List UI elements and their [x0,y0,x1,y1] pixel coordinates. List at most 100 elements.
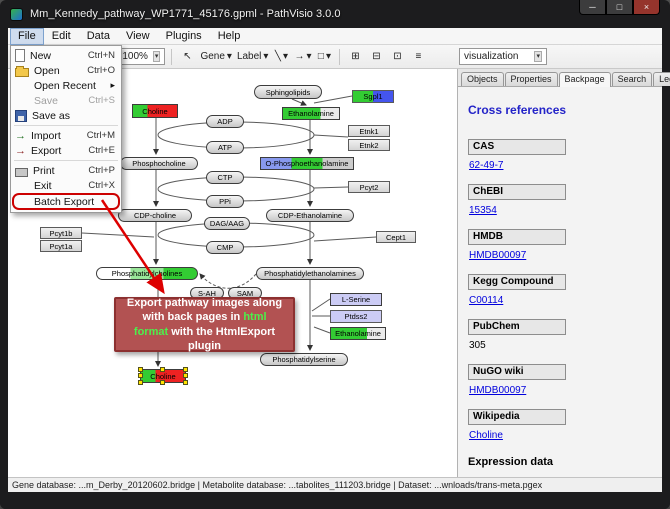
menu-data[interactable]: Data [86,29,110,42]
selection-handle[interactable] [183,367,188,372]
tab-search[interactable]: Search [611,72,653,86]
selection-handle[interactable] [138,367,143,372]
menu-item-open-recent[interactable]: Open Recent▸ [12,78,120,93]
selection-handle[interactable] [183,373,188,378]
section-header: ChEBI [468,184,566,200]
pathway-node-atp[interactable]: ATP [206,141,244,154]
minimize-button[interactable]: ─ [579,0,606,15]
close-button[interactable]: × [633,0,660,15]
backpage-section-chebi: ChEBI 15354 [468,184,652,229]
cross-reference-link[interactable]: C00114 [469,295,504,306]
cross-reference-link[interactable]: HMDB00097 [469,250,527,261]
arrow-tool-button[interactable]: → ▾ [293,48,312,66]
menu-item-save-as[interactable]: Save as [12,108,120,123]
pathway-node-adp[interactable]: ADP [206,115,244,128]
section-header: NuGO wiki [468,364,566,380]
chevron-down-icon[interactable]: ▾ [152,51,161,62]
menu-item-shortcut: Ctrl+N [87,50,115,61]
annotation-text-after: with the HtmlExport plugin [168,325,276,352]
label-tool-button[interactable]: Label ▾ [236,48,270,66]
align-horizontal-button[interactable]: ⊞ [346,48,364,66]
menu-help[interactable]: Help [217,29,241,42]
visualization-combobox[interactable]: visualization ▾ [459,48,547,65]
line-tool-button[interactable]: ╲ ▾ [272,48,290,66]
pathway-node-cept1[interactable]: Cept1 [376,231,416,243]
tab-properties[interactable]: Properties [504,72,558,86]
stack-icon: ⊡ [393,51,402,62]
stack-button[interactable]: ⊡ [388,48,406,66]
pathway-node-ethanolamine[interactable]: Ethanolamine [330,327,386,340]
pathway-node-o-phosphoethanolamine[interactable]: O-Phosphoethanolamine [260,157,354,170]
menu-view[interactable]: View [125,29,150,42]
gene-tool-button[interactable]: Gene ▾ [199,48,233,66]
align-vertical-button[interactable]: ⊟ [367,48,385,66]
chevron-down-icon[interactable]: ▾ [534,51,542,62]
section-header: Wikipedia [468,409,566,425]
pathway-node-choline[interactable]: Choline [138,367,188,385]
pathway-node-cmp[interactable]: CMP [206,241,244,254]
menu-plugins[interactable]: Plugins [165,29,202,42]
selection-handle[interactable] [138,373,143,378]
pathway-node-sphingolipids[interactable]: Sphingolipids [254,85,322,99]
tab-legend[interactable]: Legend [653,72,670,86]
pathway-node-ppi[interactable]: PPi [206,195,244,208]
pathway-node-cdp-choline[interactable]: CDP-choline [118,209,192,222]
pathway-node-phosphatidylserine[interactable]: Phosphatidylserine [260,353,348,366]
pathway-node-ctp[interactable]: CTP [206,171,244,184]
pathway-node-l-serine[interactable]: L-Serine [330,293,382,306]
selection-handle[interactable] [138,380,143,385]
pathway-node-pcyt1b[interactable]: Pcyt1b [40,227,82,239]
selection-handle[interactable] [183,380,188,385]
maximize-button[interactable]: □ [606,0,633,15]
pathway-node-label: Choline [142,106,168,116]
pathway-node-label: Phosphatidylethanolamines [264,269,356,278]
cross-reference-link[interactable]: 62-49-7 [469,160,504,171]
toolbar-separator [171,48,173,65]
tab-objects[interactable]: Objects [461,72,504,86]
pathway-node-etnk1[interactable]: Etnk1 [348,125,390,137]
selection-handle[interactable] [160,367,165,372]
menu-item-batch-export[interactable]: Batch Export [12,193,120,210]
pointer-tool-button[interactable]: ↖ [178,48,196,66]
pathway-node-ptdss2[interactable]: Ptdss2 [330,310,382,323]
pathway-node-choline[interactable]: Choline [132,104,178,118]
menu-separator [14,125,118,126]
pathway-node-pcyt1a[interactable]: Pcyt1a [40,240,82,252]
cross-reference-link[interactable]: 15354 [469,205,497,216]
cross-reference-link[interactable]: Choline [469,430,503,441]
section-header: HMDB [468,229,566,245]
pathway-node-pcyt2[interactable]: Pcyt2 [348,181,390,193]
pathway-node-phosphatidylethanolamines[interactable]: Phosphatidylethanolamines [256,267,364,280]
zoom-combobox[interactable]: 100% ▾ [117,48,166,65]
menu-edit[interactable]: Edit [51,29,71,42]
chevron-down-icon: ▾ [325,51,331,62]
titlebar[interactable]: Mm_Kennedy_pathway_WP1771_45176.gpml - P… [0,0,670,28]
pathway-node-sgpl1[interactable]: Sgpl1 [352,90,394,103]
tab-backpage[interactable]: Backpage [558,72,611,87]
pathway-node-etnk2[interactable]: Etnk2 [348,139,390,151]
distribute-button[interactable]: ≡ [409,48,427,66]
window-controls: ─ □ × [579,0,660,15]
menu-file[interactable]: File [10,27,44,45]
import-icon [15,130,26,142]
pathway-node-phosphatidylcholines[interactable]: Phosphatidylcholines [96,267,198,280]
pathway-node-cdp-ethanolamine[interactable]: CDP-Ethanolamine [266,209,354,222]
selection-handle[interactable] [160,380,165,385]
pathway-node-label: Cept1 [385,232,406,242]
shape-tool-button[interactable]: □ ▾ [315,48,333,66]
pathway-node-dag-aag[interactable]: DAG/AAG [204,217,250,230]
pathway-node-phosphocholine[interactable]: Phosphocholine [120,157,198,170]
pathway-node-ethanolamine[interactable]: Ethanolamine [282,107,340,120]
pathway-node-label: S-AH [198,288,216,298]
annotation-highlight: html format [133,311,267,338]
cross-reference-link[interactable]: HMDB00097 [469,385,527,396]
